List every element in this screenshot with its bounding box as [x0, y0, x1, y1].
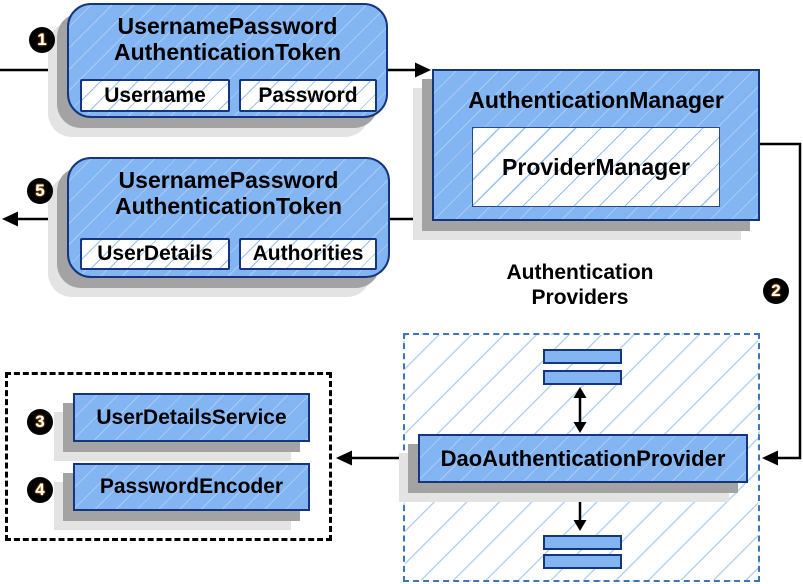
arrowhead-step5-left: [2, 211, 18, 227]
dao-authentication-provider-box: DaoAuthenticationProvider: [418, 434, 748, 483]
arrowhead-step2-left: [762, 450, 778, 466]
providers-heading: Authentication Providers: [455, 260, 705, 310]
step-badge-2: 2: [763, 278, 789, 304]
provider-placeholder-bar-2: [543, 370, 622, 385]
password-encoder-box: PasswordEncoder: [73, 463, 310, 511]
request-token-title-line1: UsernamePassword: [117, 13, 338, 39]
request-token-title: UsernamePassword AuthenticationToken: [69, 13, 386, 65]
arrowhead-step1-right: [415, 62, 431, 78]
password-field-box: Password: [239, 79, 377, 112]
provider-placeholder-bar-4: [543, 554, 622, 569]
provider-placeholder-bar-1: [543, 349, 622, 364]
authentication-manager-title: AuthenticationManager: [468, 87, 724, 113]
collaborators-group-box: [5, 372, 332, 541]
providers-heading-line1: Authentication: [506, 261, 654, 284]
step-badge-5: 5: [27, 178, 53, 204]
step-badge-1: 1: [29, 27, 55, 53]
response-token-title-line1: UsernamePassword: [118, 167, 339, 193]
arrowhead-step3-4-left: [336, 450, 352, 466]
user-details-service-box: UserDetailsService: [73, 393, 310, 442]
response-token-title-line2: AuthenticationToken: [114, 193, 342, 219]
request-token-box: UsernamePassword AuthenticationToken Use…: [67, 3, 388, 118]
authentication-manager-box: AuthenticationManager ProviderManager: [432, 69, 760, 221]
userdetails-field-box: UserDetails: [80, 238, 230, 270]
step-badge-3: 3: [27, 409, 53, 435]
arrow-line-step2: [760, 142, 802, 460]
provider-placeholder-bar-3: [543, 535, 622, 550]
step-badge-4: 4: [27, 477, 53, 503]
request-token-title-line2: AuthenticationToken: [113, 39, 341, 65]
provider-manager-box: ProviderManager: [472, 127, 720, 207]
response-token-title: UsernamePassword AuthenticationToken: [69, 167, 388, 219]
providers-heading-line2: Providers: [531, 286, 629, 309]
response-token-box: UsernamePassword AuthenticationToken Use…: [67, 157, 390, 278]
username-field-box: Username: [80, 79, 230, 112]
authorities-field-box: Authorities: [239, 238, 377, 270]
